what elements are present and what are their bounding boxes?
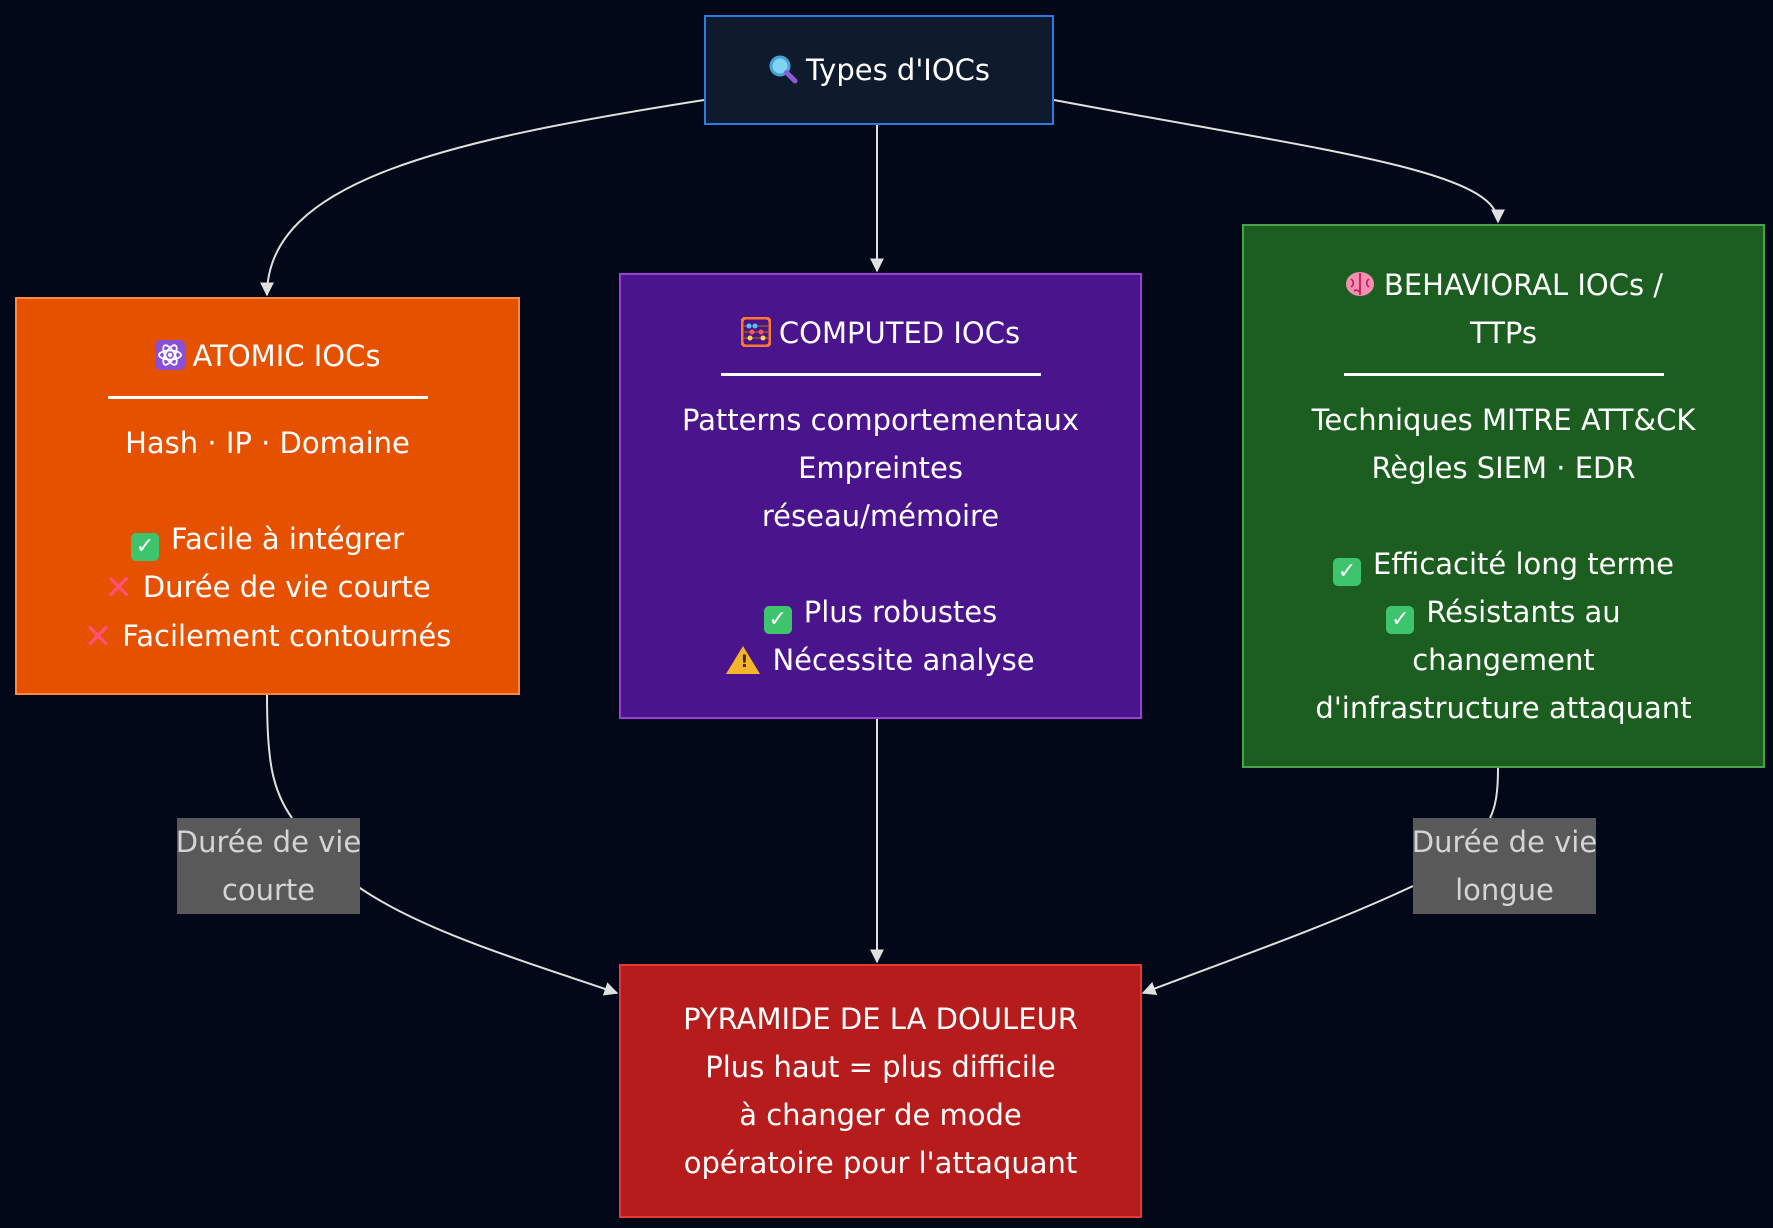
edge-label-long-line-1: Durée de vie [1411, 825, 1598, 859]
computed-divider [720, 372, 1041, 376]
atomic-pro: Facile à intégrer [170, 521, 404, 556]
edge-atomic-to-label-short [266, 694, 293, 819]
check-icon: ✓ [1386, 605, 1415, 634]
node-computed-iocs[interactable]: COMPUTED IOCs Patterns comportementaux E… [619, 273, 1142, 719]
brain-icon [1344, 261, 1376, 309]
node-atomic-iocs[interactable]: ATOMIC IOCs Hash · IP · Domaine ✓ Facile … [15, 297, 520, 695]
check-icon: ✓ [130, 532, 159, 561]
node-behavioral-iocs[interactable]: BEHAVIORAL IOCs / TTPs Techniques MITRE … [1242, 224, 1765, 768]
atomic-con-2: Facilement contournés [122, 618, 452, 653]
behavioral-pro-2-line-1: Résistants au [1426, 594, 1621, 629]
warning-icon: ! [726, 645, 761, 674]
node-pyramide-douleur[interactable]: PYRAMIDE DE LA DOULEUR Plus haut = plus … [619, 964, 1142, 1218]
edge-root-to-behavioral [1053, 99, 1505, 224]
edge-label-short-line-1: Durée de vie [175, 825, 362, 859]
abacus-icon [740, 309, 772, 357]
computed-line-1: Patterns comportementaux [681, 402, 1080, 437]
node-types-iocs[interactable]: Types d'IOCs [704, 15, 1054, 125]
edge-label-short-line-2: courte [221, 873, 316, 907]
check-icon: ✓ [1332, 557, 1361, 586]
behavioral-pro-2-line-2: changement [1412, 642, 1595, 677]
atom-icon [154, 332, 185, 380]
pyramid-line-4: opératoire pour l'attaquant [683, 1146, 1078, 1180]
atomic-title: ATOMIC IOCs [192, 338, 381, 373]
edge-label-duree-courte: Durée de vie courte [175, 818, 362, 914]
pyramid-line-2: Plus haut = plus difficile [705, 1050, 1056, 1084]
cross-icon: ✕ [83, 616, 113, 657]
cross-icon: ✕ [104, 567, 133, 608]
edge-root-to-atomic [260, 99, 705, 297]
edge-label-long-to-pyramid [1141, 885, 1414, 996]
behavioral-pro-1: Efficacité long terme [1372, 546, 1675, 581]
computed-title: COMPUTED IOCs [778, 315, 1021, 350]
magnifier-icon [768, 46, 798, 94]
edge-label-long-line-2: longue [1455, 873, 1554, 907]
computed-line-3: réseau/mémoire [761, 498, 1000, 533]
root-title: Types d'IOCs [805, 53, 991, 87]
edge-label-short-to-pyramid [356, 885, 619, 996]
edge-label-duree-longue: Durée de vie longue [1411, 818, 1598, 914]
behavioral-title-2: TTPs [1469, 315, 1537, 350]
behavioral-divider [1343, 372, 1664, 376]
computed-pro: Plus robustes [803, 594, 998, 629]
behavioral-line-2: Règles SIEM · EDR [1371, 450, 1636, 485]
computed-line-2: Empreintes [798, 450, 963, 485]
atomic-con-1: Durée de vie courte [142, 569, 431, 604]
pyramid-line-3: à changer de mode [739, 1098, 1022, 1132]
computed-warning: Nécessite analyse [772, 642, 1035, 677]
atomic-divider [107, 395, 428, 399]
behavioral-pro-2-line-3: d'infrastructure attaquant [1315, 690, 1692, 725]
pyramid-title: PYRAMIDE DE LA DOULEUR [683, 1002, 1078, 1036]
check-icon: ✓ [763, 605, 792, 634]
atomic-examples: Hash · IP · Domaine [125, 425, 410, 460]
behavioral-line-1: Techniques MITRE ATT&CK [1311, 402, 1696, 437]
behavioral-title-1: BEHAVIORAL IOCs / [1383, 267, 1664, 302]
edge-behavioral-to-label-long [1489, 767, 1499, 819]
